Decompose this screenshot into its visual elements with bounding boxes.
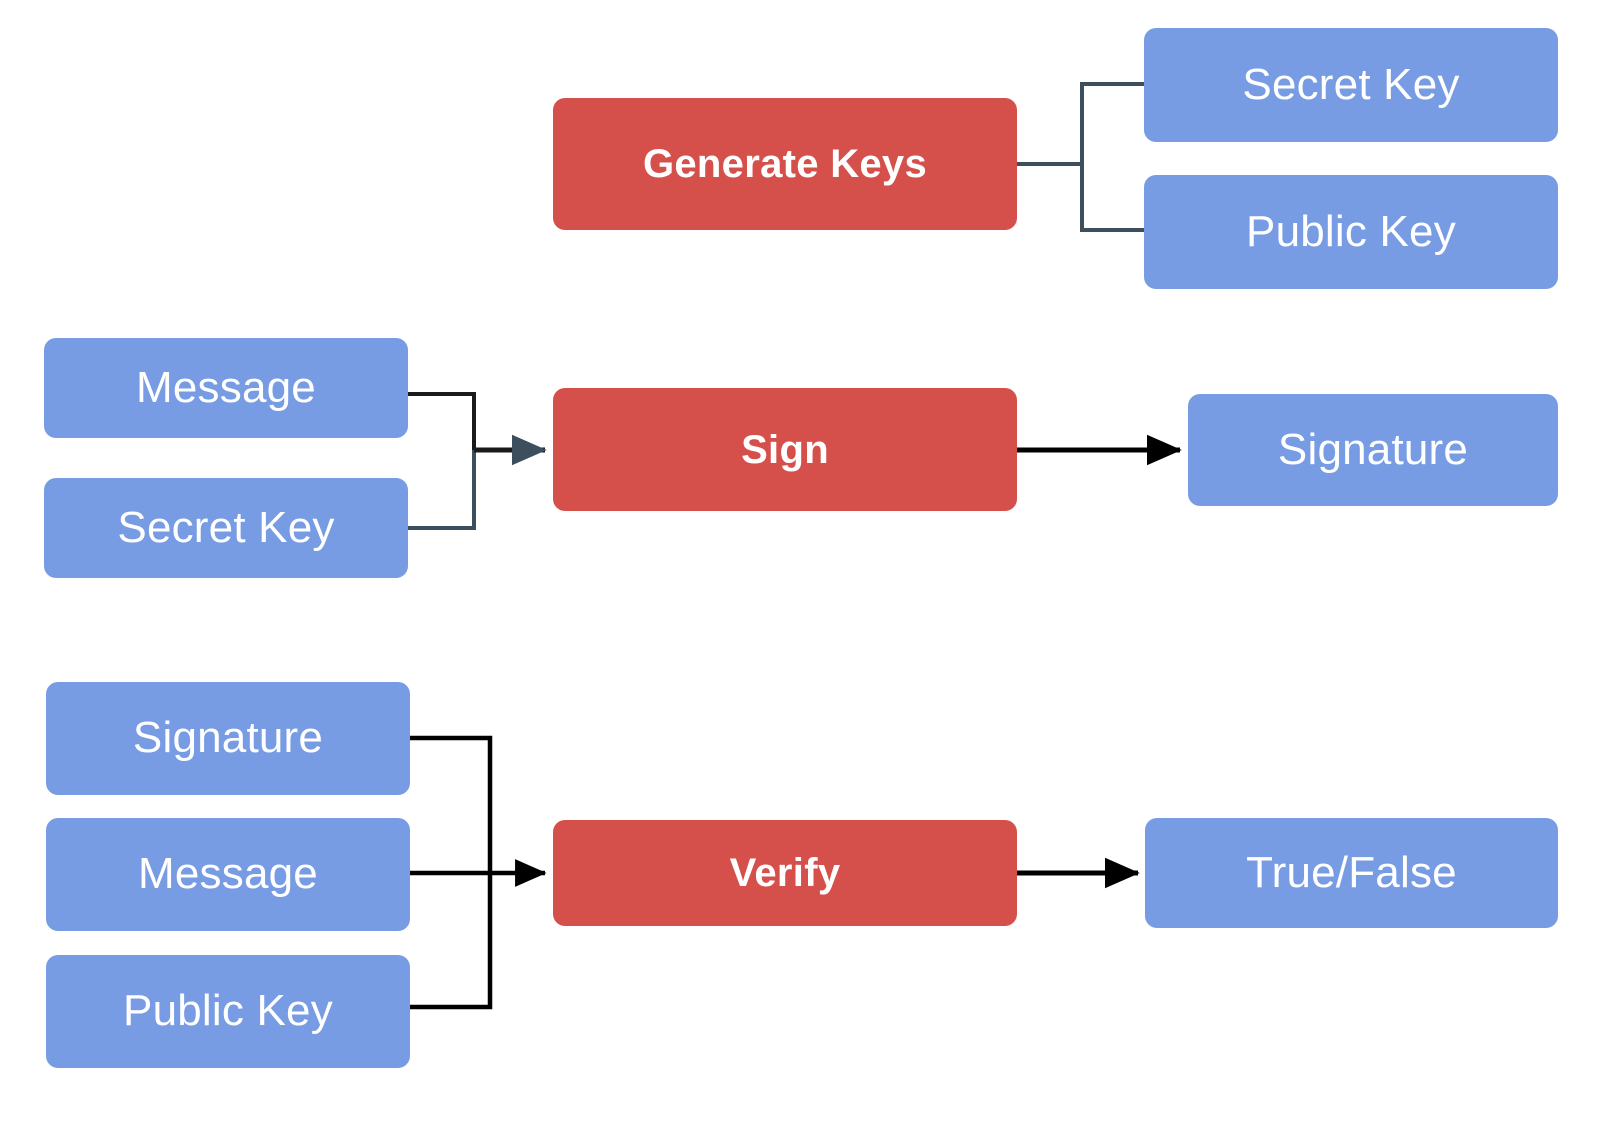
node-verify-input-message-label: Message [138,849,318,899]
node-verify-output-result[interactable]: True/False [1145,818,1558,928]
node-secret-key-output[interactable]: Secret Key [1144,28,1558,142]
node-sign-input-secret-key[interactable]: Secret Key [44,478,408,578]
node-sign[interactable]: Sign [553,388,1017,511]
edge-public-key-to-verify [410,873,493,1010]
node-public-key-output[interactable]: Public Key [1144,175,1558,289]
node-generate-keys-label: Generate Keys [642,142,928,186]
node-verify-input-message[interactable]: Message [46,818,410,931]
node-verify-output-result-label: True/False [1246,847,1457,897]
node-sign-input-message-label: Message [136,362,316,412]
node-public-key-output-label: Public Key [1246,206,1456,256]
node-secret-key-output-label: Secret Key [1242,59,1460,109]
edge-secret-key-to-sign [408,450,476,530]
edge-message-to-sign [408,392,476,450]
node-verify-label: Verify [729,851,841,895]
node-sign-output-signature-label: Signature [1277,424,1469,474]
node-verify-input-signature[interactable]: Signature [46,682,410,795]
node-verify-input-public-key-label: Public Key [123,986,333,1036]
node-verify[interactable]: Verify [553,820,1017,926]
node-sign-label: Sign [741,427,829,472]
node-generate-keys[interactable]: Generate Keys [553,98,1017,230]
node-verify-input-public-key[interactable]: Public Key [46,955,410,1068]
node-sign-input-secret-key-label: Secret Key [117,502,335,552]
node-sign-output-signature[interactable]: Signature [1188,394,1558,506]
edge-signature-to-verify [410,735,493,873]
node-verify-input-signature-label: Signature [132,713,324,763]
node-sign-input-message[interactable]: Message [44,338,408,438]
